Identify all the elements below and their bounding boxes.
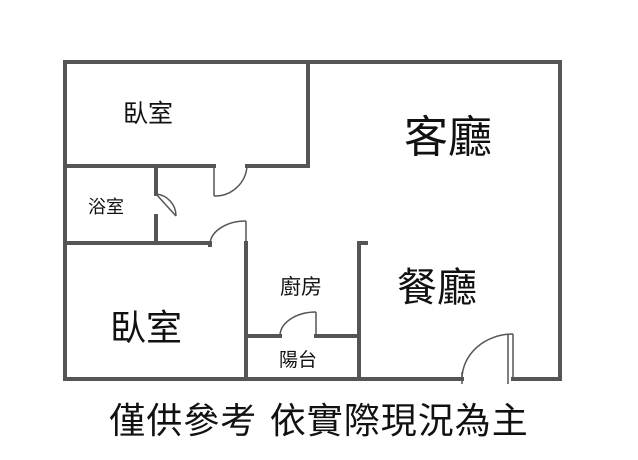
room-label-balcony: 陽台 [279,349,317,371]
doors [155,165,514,384]
room-label-bedroom-top: 臥室 [123,99,173,128]
door-entrance-swing [461,333,514,380]
room-label-dining-room: 餐廳 [397,265,477,311]
room-labels: 臥室 浴室 臥室 客廳 廚房 餐廳 陽台 [88,99,492,371]
walls [63,60,562,381]
room-label-bathroom: 浴室 [88,197,124,218]
disclaimer-caption: 僅供參考 依實際現況為主 [109,401,529,442]
room-label-bedroom-bottom: 臥室 [110,308,182,349]
door-bathroom-swing [155,193,177,217]
door-bedroom-top-swing [213,165,248,197]
room-label-living-room: 客廳 [404,112,492,163]
door-bedroom-bottom-swing [209,220,247,244]
room-label-kitchen: 廚房 [280,275,322,299]
door-balcony-swing [279,311,317,337]
door-bathroom-leaf [155,193,177,217]
